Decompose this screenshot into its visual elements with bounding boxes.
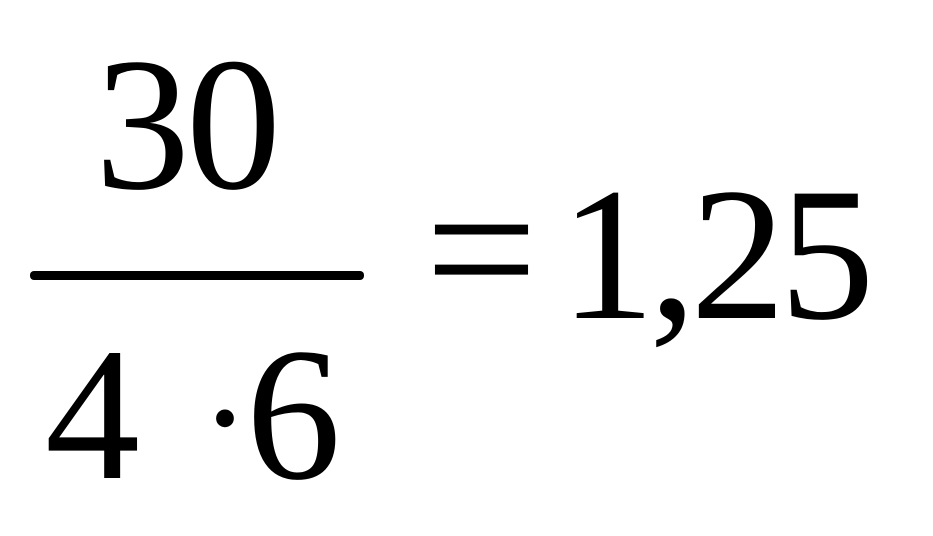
fraction-denominator: 4·6 bbox=[45, 320, 341, 510]
result-value: 1,25 bbox=[560, 150, 874, 360]
denominator-second-factor: 6 bbox=[245, 310, 341, 520]
fraction-bar bbox=[30, 271, 364, 280]
equals-sign: = bbox=[425, 139, 538, 360]
fraction-numerator: 30 bbox=[95, 20, 281, 230]
multiplication-dot: · bbox=[200, 335, 250, 501]
denominator-first-factor: 4 bbox=[45, 310, 140, 520]
